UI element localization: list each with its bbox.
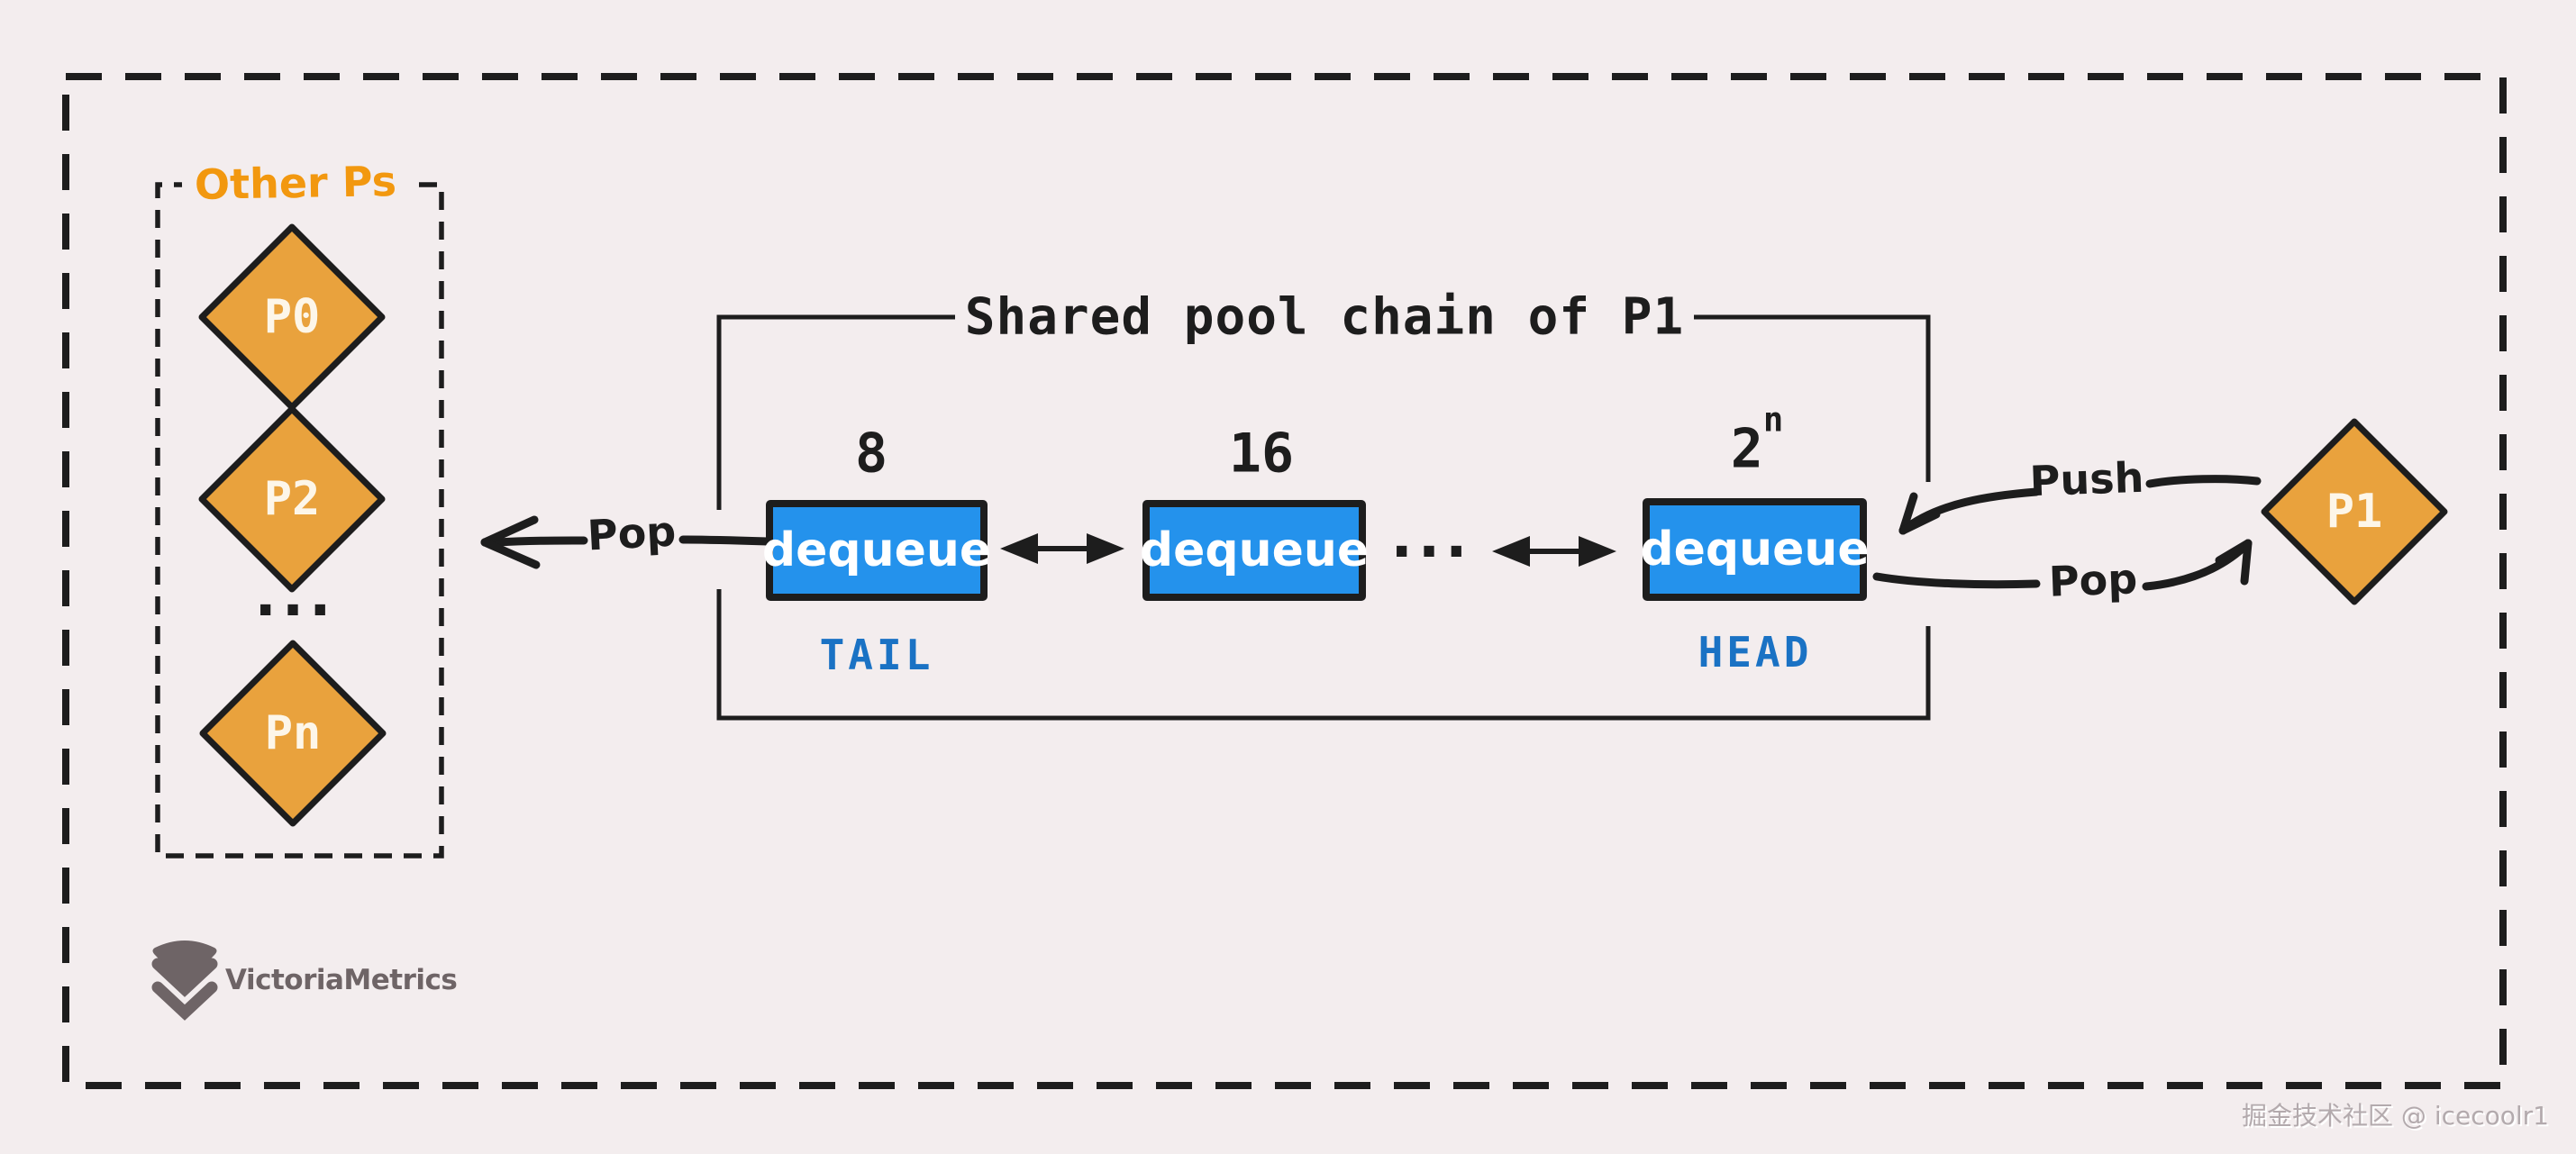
capacity-16-value: 16: [1228, 422, 1295, 486]
pop-arrow-left-icon: [480, 515, 771, 569]
double-arrow-icon: [1492, 536, 1616, 567]
chain-ellipsis: ...: [1390, 504, 1473, 571]
dequeue-label: dequeue: [761, 523, 992, 577]
chain-bracket: [716, 314, 1931, 721]
diamond-p1: [2261, 418, 2448, 605]
pop-left-label: Pop: [586, 506, 678, 560]
watermark-text: 掘金技术社区 @ icecoolr1: [2242, 1101, 2549, 1131]
dequeue-label: dequeue: [1139, 523, 1370, 577]
push-arrow-icon: [1898, 475, 2262, 535]
victoriametrics-logo-icon: [151, 940, 218, 1021]
other-ps-dashed-box: [155, 182, 444, 859]
p1-label: P1: [2326, 485, 2383, 539]
head-label: HEAD: [1698, 628, 1813, 677]
capacity-2n-sup: n: [1762, 399, 1784, 440]
chain-title: Shared pool chain of P1: [964, 287, 1685, 347]
dequeue-head-box: dequeue: [1640, 498, 1870, 601]
double-arrow-icon: [1000, 533, 1124, 564]
capacity-8: 8: [855, 422, 887, 486]
capacity-8-value: 8: [854, 422, 888, 486]
pop-arrow-right-icon: [1872, 539, 2253, 591]
pn-label: Pn: [264, 706, 322, 760]
dequeue-label: dequeue: [1640, 522, 1870, 577]
diamond-pn: [199, 640, 387, 827]
diamond-p2: [198, 405, 386, 593]
capacity-2n: 2n: [1730, 400, 1784, 481]
dequeue-tail-box: dequeue: [762, 500, 991, 601]
capacity-2n-value: 2: [1730, 417, 1763, 481]
capacity-16: 16: [1229, 422, 1294, 486]
tail-label: TAIL: [819, 631, 934, 679]
other-ps-ellipsis: ...: [254, 563, 337, 630]
p2-label: P2: [263, 472, 321, 526]
dequeue-middle-box: dequeue: [1139, 500, 1370, 601]
other-ps-label: Other Ps: [181, 156, 410, 210]
push-label: Push: [2028, 452, 2145, 506]
pop-right-label: Pop: [2047, 554, 2139, 606]
outer-dashed-border: [62, 73, 2507, 1089]
victoriametrics-logo-text: VictoriaMetrics: [225, 964, 458, 996]
p0-label: P0: [263, 290, 321, 344]
